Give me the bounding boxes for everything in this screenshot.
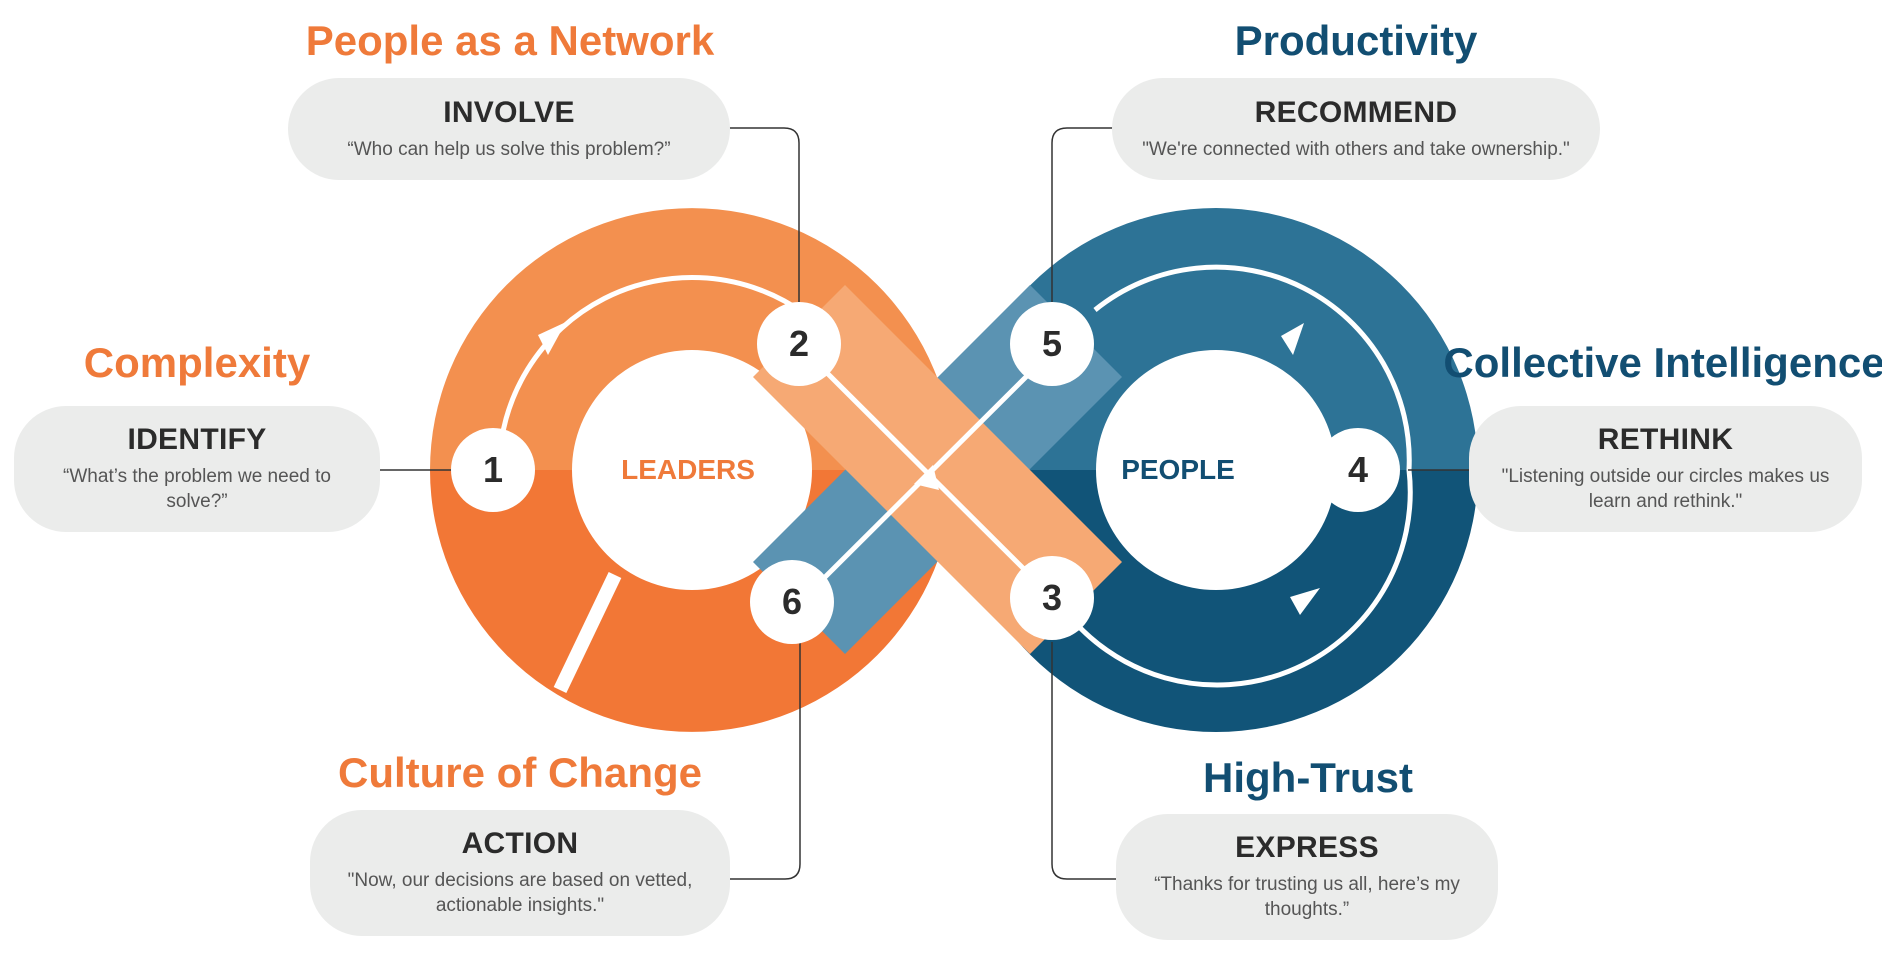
arrow-right-upper (1281, 323, 1304, 355)
stage-3-title: EXPRESS (1235, 831, 1379, 865)
stage-6-title: ACTION (461, 827, 579, 861)
stage-1-card: IDENTIFY “What’s the problem we need to … (14, 406, 380, 532)
stage-2-badge: 2 (757, 302, 841, 386)
stage-6-heading: Culture of Change (338, 749, 702, 796)
stage-2-quote: “Who can help us solve this problem?” (347, 138, 671, 160)
stage-5-badge: 5 (1010, 302, 1094, 386)
stage-4-badge: 4 (1316, 428, 1400, 512)
arrow-diagonal (914, 465, 939, 490)
stage-1-badge: 1 (451, 428, 535, 512)
stage-2-heading: People as a Network (305, 17, 715, 64)
connector-3 (1051, 642, 1130, 880)
stage-6-badge: 6 (750, 560, 834, 644)
stage-1-title: IDENTIFY (127, 423, 267, 457)
stage-2-title: INVOLVE (443, 95, 575, 129)
stage-6-card: ACTION "Now, our decisions are based on … (310, 810, 730, 936)
arrow-left-ring (538, 322, 566, 355)
stage-5-title: RECOMMEND (1254, 95, 1458, 129)
people-label: PEOPLE (1121, 454, 1235, 485)
flow-track-right-lower (1061, 264, 1413, 688)
connector-5 (1051, 127, 1130, 302)
stage-5-quote: "We're connected with others and take ow… (1142, 138, 1570, 160)
stage-2-card: INVOLVE “Who can help us solve this prob… (288, 78, 730, 180)
stage-1-quote: “What’s the problem we need to solve?” (63, 466, 331, 512)
stage-4-quote: "Listening outside our circles makes us … (1501, 466, 1830, 512)
ring-gap (553, 571, 622, 694)
stage-4-heading: Collective Intelligence (1443, 339, 1882, 386)
stage-3-card: EXPRESS “Thanks for trusting us all, her… (1116, 814, 1498, 940)
stage-5-card: RECOMMEND "We're connected with others a… (1112, 78, 1600, 180)
connector-6 (718, 642, 801, 880)
stage-4-card: RETHINK "Listening outside our circles m… (1469, 406, 1862, 532)
stage-5-heading: Productivity (1234, 17, 1478, 64)
stage-6-quote: "Now, our decisions are based on vetted,… (347, 870, 693, 916)
stage-4-title: RETHINK (1597, 423, 1734, 457)
leaders-label: LEADERS (621, 454, 755, 485)
stage-3-heading: High-Trust (1203, 754, 1413, 801)
flow-track-left (496, 275, 807, 471)
connector-2 (718, 127, 800, 304)
arrow-right-lower (1290, 588, 1320, 615)
stage-3-badge: 3 (1010, 556, 1094, 640)
stage-1-heading: Complexity (83, 339, 311, 386)
stage-3-quote: “Thanks for trusting us all, here’s my t… (1154, 874, 1460, 920)
